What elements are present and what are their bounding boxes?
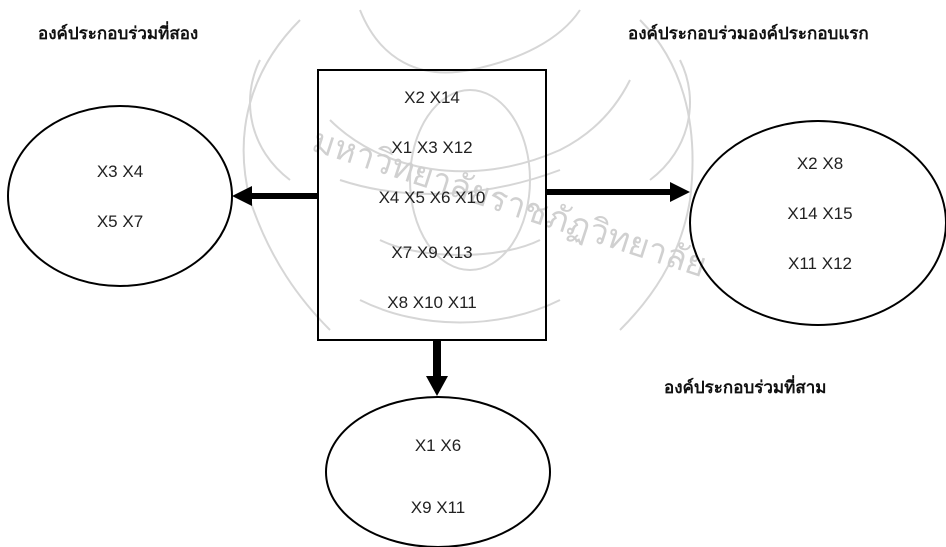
left-oval-line-2: X5 X7 [96, 212, 144, 231]
arrow-down [426, 340, 448, 396]
label-first-factor: องค์ประกอบร่วมองค์ประกอบแรก [628, 24, 869, 44]
center-line-5: X8 X10 X11 [387, 293, 477, 312]
center-line-1: X2 X14 [404, 88, 460, 107]
arrow-right [546, 182, 690, 202]
center-line-3: X4 X5 X6 X10 [378, 188, 486, 207]
right-oval-line-3: X11 X12 [788, 254, 852, 273]
arrow-left [232, 186, 318, 206]
bottom-oval-line-2: X9 X11 [410, 498, 466, 517]
center-line-4: X7 X9 X13 [391, 243, 473, 262]
label-third-factor: องค์ประกอบร่วมที่สาม [664, 378, 827, 398]
center-line-2: X1 X3 X12 [391, 138, 473, 157]
center-box [317, 69, 547, 341]
bottom-oval-line-1: X1 X6 [414, 436, 462, 455]
right-oval [689, 120, 946, 326]
label-second-factor: องค์ประกอบร่วมที่สอง [38, 24, 199, 44]
right-oval-line-1: X2 X8 [796, 154, 844, 173]
left-oval [7, 105, 233, 287]
right-oval-line-2: X14 X15 [787, 204, 853, 223]
left-oval-line-1: X3 X4 [96, 162, 144, 181]
bottom-oval [325, 396, 551, 547]
